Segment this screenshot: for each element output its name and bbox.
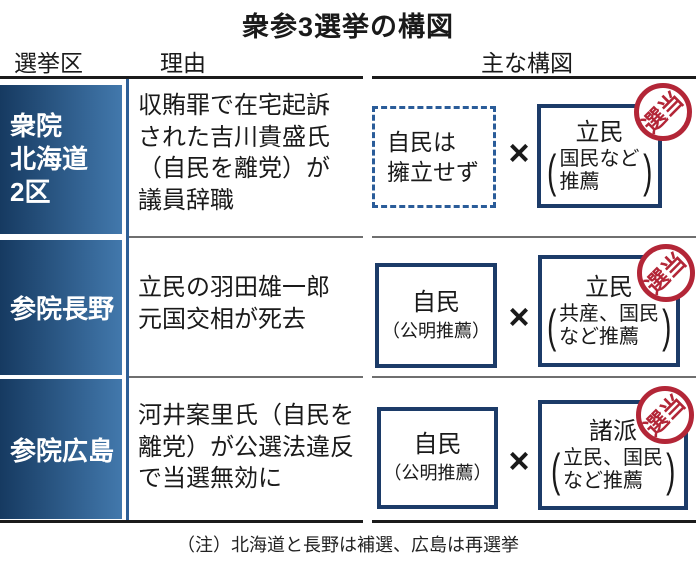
bottom-rule-right xyxy=(372,520,696,523)
reason-text-hiroshima: 河井案里氏（自民を 離党）が公選法違反 で当選無効に xyxy=(138,402,354,492)
column-header-district: 選挙区 xyxy=(14,50,83,76)
elected-stamp-text: 当 選 xyxy=(637,86,688,137)
open-paren: ( xyxy=(547,144,557,197)
versus-icon: × xyxy=(508,440,530,481)
footnote: （注）北海道と長野は補選、広島は再選挙 xyxy=(177,535,519,555)
endorsement-text: 国民など 推薦 xyxy=(559,147,640,193)
elected-stamp-icon: 当 選 xyxy=(634,83,692,141)
elected-stamp-icon: 当 選 xyxy=(637,244,695,302)
endorsement-group: ( 国民など 推薦 ) xyxy=(544,148,655,194)
endorsement-group: ( 立民、国民 など推薦 ) xyxy=(548,447,679,493)
header-rule-right xyxy=(372,76,696,79)
no-candidate-box: 自民は 擁立せず xyxy=(372,106,496,208)
close-paren: ) xyxy=(666,443,676,496)
party-box-jimin-hiroshima: 自民 （公明推薦） xyxy=(377,407,498,509)
open-paren: ( xyxy=(550,443,560,496)
endorsement-text: 共産、国民 など推薦 xyxy=(559,302,659,348)
district-label-hokkaido2: 衆院 北海道 2区 xyxy=(0,85,122,234)
row-divider xyxy=(129,376,363,378)
party-name: 立民 xyxy=(575,118,624,146)
versus-icon: × xyxy=(508,296,530,337)
party-name: 自民 xyxy=(413,431,462,458)
row-divider xyxy=(372,376,696,378)
header-rule-left xyxy=(0,76,363,79)
reason-text-hokkaido2: 収賄罪で在宅起訴 された吉川貴盛氏 （自民を離党）が 議員辞職 xyxy=(138,92,330,214)
bottom-rule-left xyxy=(0,520,363,523)
district-label-hiroshima: 参院広島 xyxy=(0,379,122,519)
endorsement-note: （公明推薦） xyxy=(383,463,492,483)
elected-stamp-icon: 当 選 xyxy=(636,386,694,444)
versus-icon: × xyxy=(508,132,530,173)
district-label-nagano: 参院長野 xyxy=(0,240,122,375)
close-paren: ) xyxy=(642,144,652,197)
reason-text-nagano: 立民の羽田雄一郎 元国交相が死去 xyxy=(138,274,330,333)
elected-stamp-text: 当 選 xyxy=(639,389,690,440)
open-paren: ( xyxy=(546,299,556,352)
row-divider xyxy=(129,236,363,238)
endorsement-text: 立民、国民 など推薦 xyxy=(563,446,663,492)
party-name: 諸派 xyxy=(589,417,637,445)
column-header-structure: 主な構図 xyxy=(481,50,573,76)
page-title: 衆参3選挙の構図 xyxy=(241,12,455,42)
party-name: 立民 xyxy=(585,273,633,301)
row-divider xyxy=(372,236,696,238)
close-paren: ) xyxy=(662,299,672,352)
party-box-jimin-nagano: 自民 （公明推薦） xyxy=(375,263,497,368)
endorsement-group: ( 共産、国民 など推薦 ) xyxy=(544,303,675,349)
elected-stamp-text: 当 選 xyxy=(640,247,691,298)
endorsement-note: （公明推薦） xyxy=(382,320,490,341)
column-header-reason: 理由 xyxy=(160,50,206,76)
column-divider xyxy=(126,79,129,520)
party-name: 自民 xyxy=(412,288,460,316)
